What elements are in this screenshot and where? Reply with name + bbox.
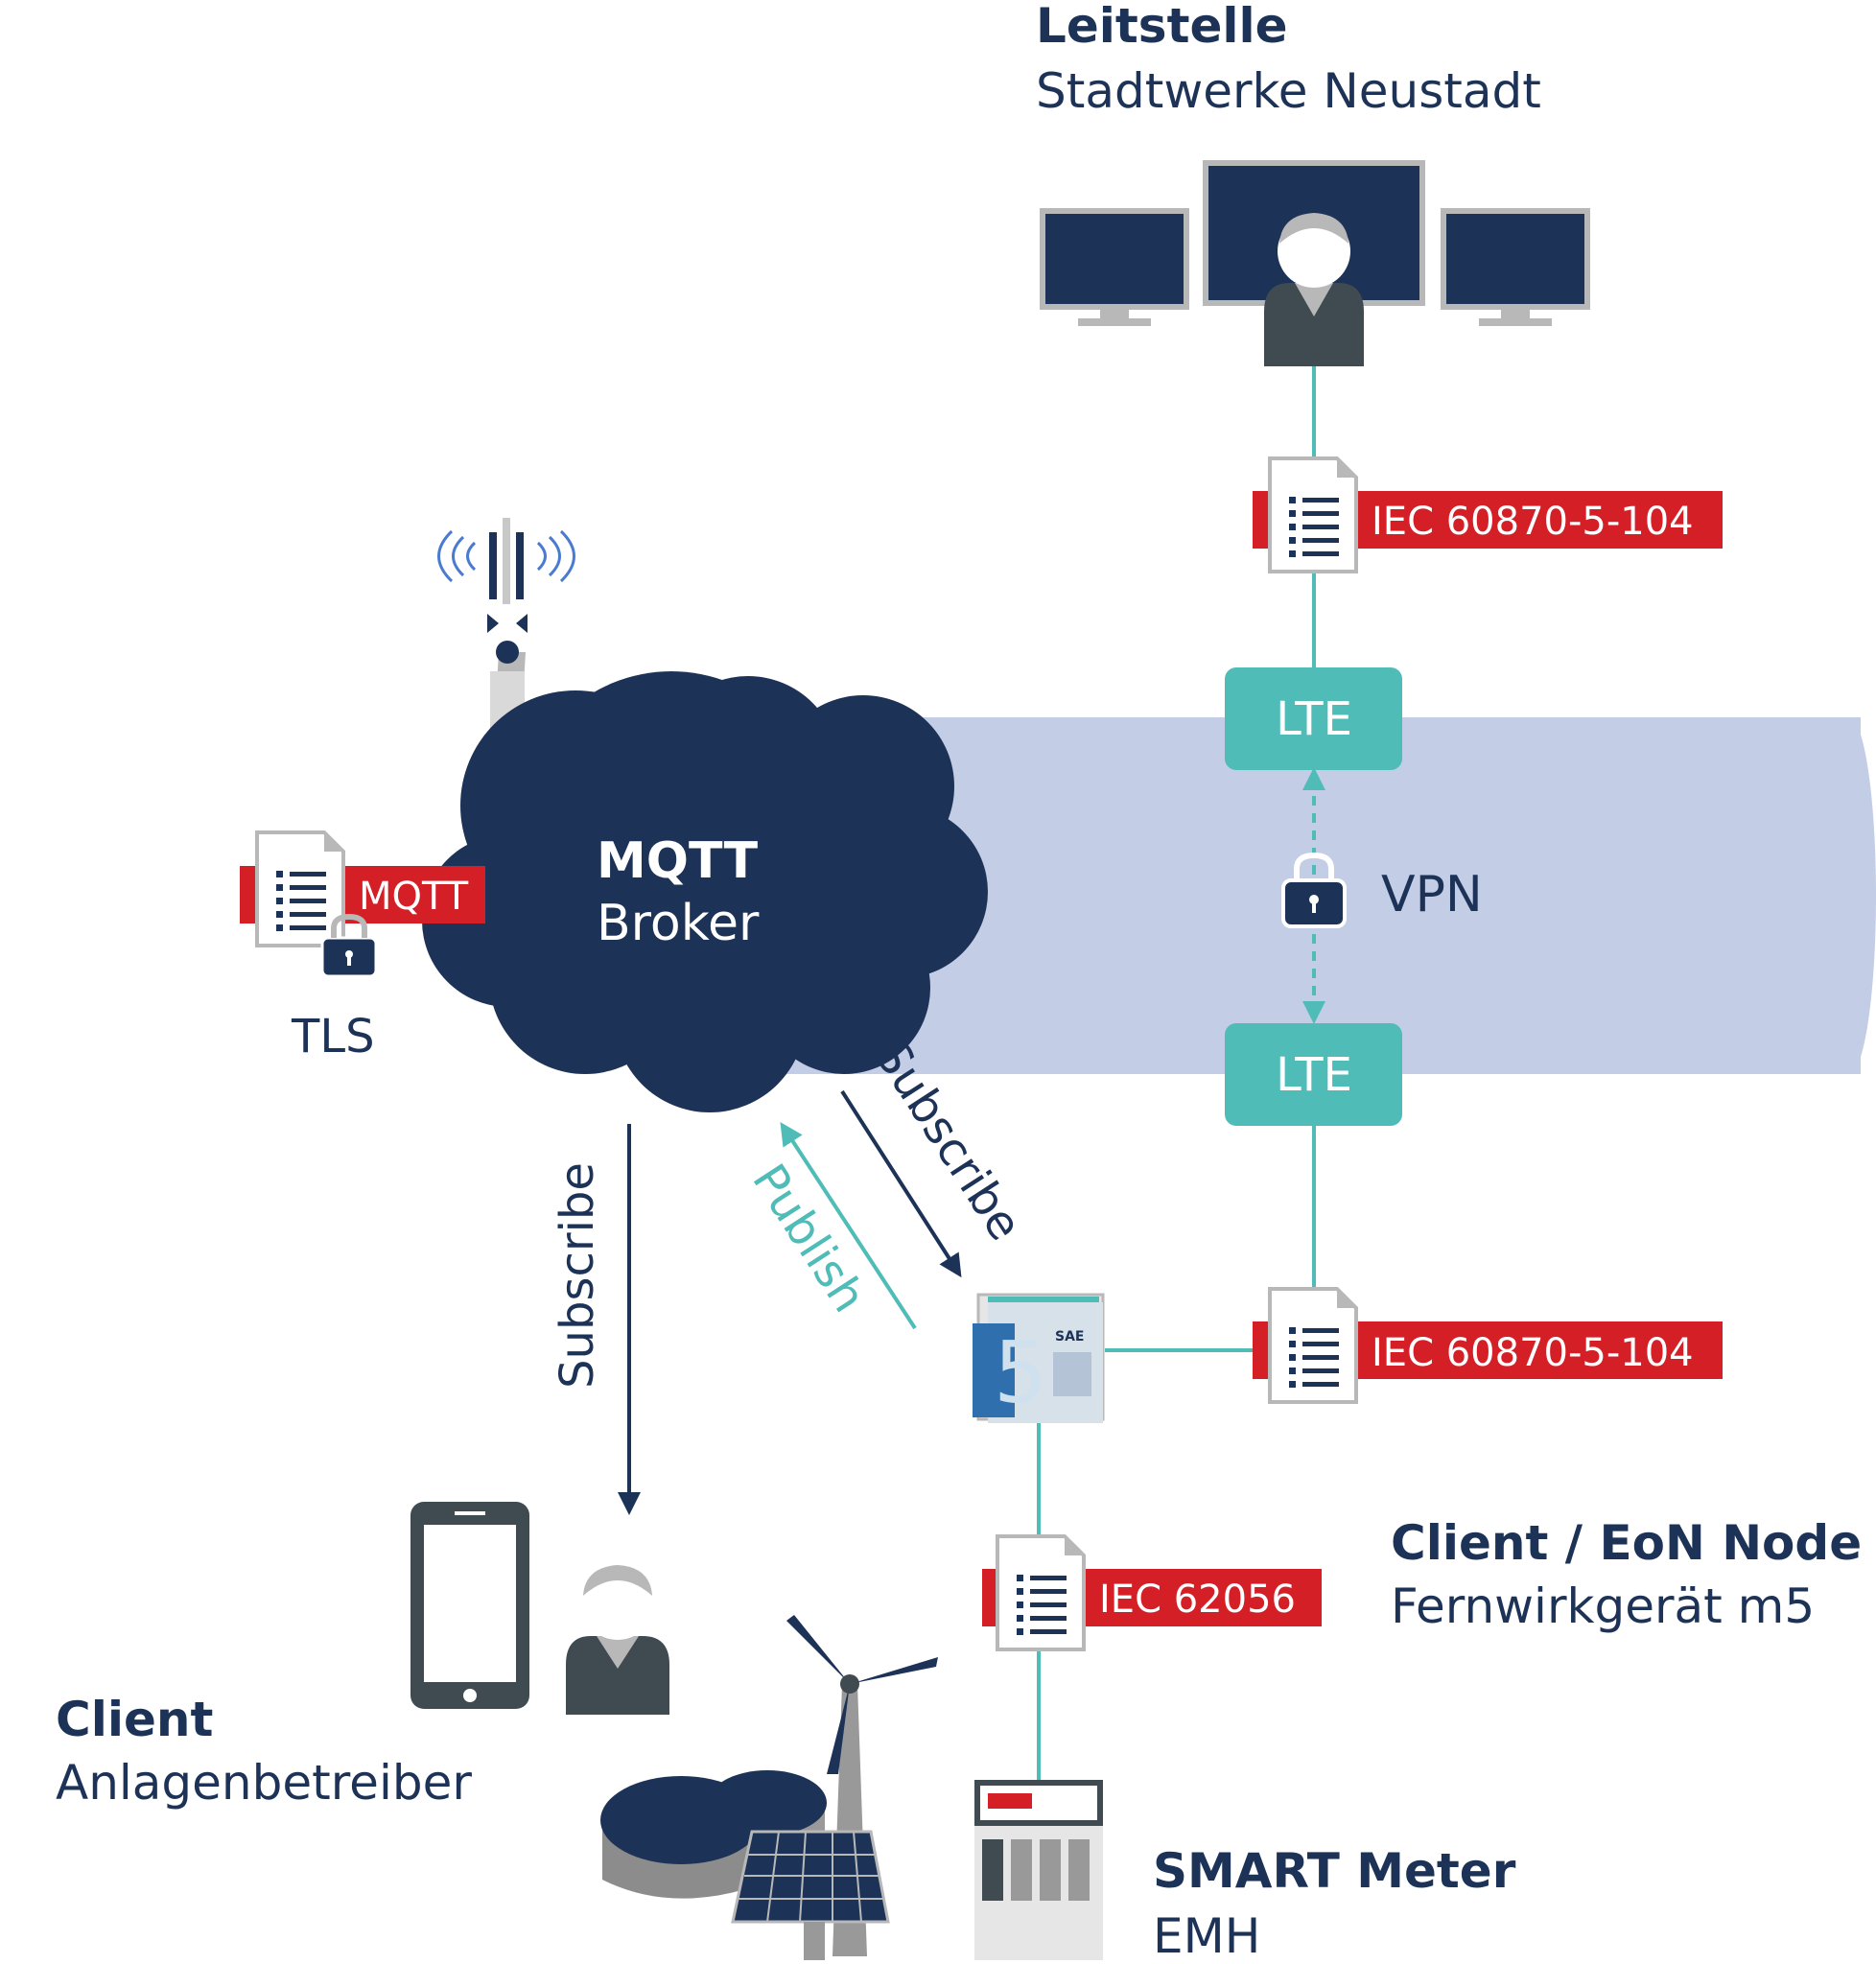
broker-title: MQTT [597,832,759,890]
device-digit: 5 [994,1323,1047,1422]
smart-meter-title: SMART Meter [1153,1843,1516,1899]
protocol-label-meter: IEC 62056 [1099,1578,1296,1622]
eon-node-title: Client / EoN Node [1391,1515,1862,1571]
document-icon [255,830,345,947]
subscribe-label-left: Subscribe [551,1162,604,1389]
broker-subtitle: Broker [597,895,760,952]
tls-badge: MQTT [240,830,485,978]
smart-meter-icon [974,1780,1103,1960]
client-subtitle: Anlagenbetreiber [56,1755,472,1811]
protocol-badge-meter: IEC 62056 [982,1534,1322,1651]
document-icon [1268,1287,1358,1404]
lte-box-bottom: LTE [1225,1023,1402,1126]
document-icon [1268,456,1358,573]
lock-icon [1281,852,1347,928]
tls-label: TLS [291,1010,375,1064]
eon-node-subtitle: Fernwirkgerät m5 [1391,1578,1815,1634]
solar-panel-icon [731,1830,890,1960]
lock-icon [320,913,378,978]
tls-tag: MQTT [359,875,469,919]
subscribe-arrow-left: Subscribe [551,1124,641,1515]
biogas-tank-icon [600,1770,827,1899]
client-person-icon [566,1565,669,1715]
client-title: Client [56,1692,213,1747]
protocol-label-right: IEC 60870-5-104 [1372,1331,1694,1375]
lte-label-top: LTE [1276,692,1352,746]
protocol-badge-top: IEC 60870-5-104 [1253,456,1723,573]
protocol-badge-right: IEC 60870-5-104 [1253,1287,1723,1404]
operator-person-icon [1264,213,1364,366]
smart-meter-subtitle: EMH [1153,1908,1260,1964]
leitstelle-subtitle: Stadtwerke Neustadt [1036,63,1541,119]
device-brand: SAE [1055,1329,1084,1344]
document-icon [996,1534,1086,1651]
protocol-label-top: IEC 60870-5-104 [1372,500,1694,544]
lte-label-bottom: LTE [1276,1048,1352,1102]
m5-device-icon: 5 SAE [973,1293,1105,1423]
mqtt-broker-cloud [422,671,988,1112]
tablet-icon [410,1502,529,1709]
lte-box-top: LTE [1225,667,1402,770]
vpn-label: VPN [1381,866,1483,924]
leitstelle-title: Leitstelle [1036,0,1288,54]
